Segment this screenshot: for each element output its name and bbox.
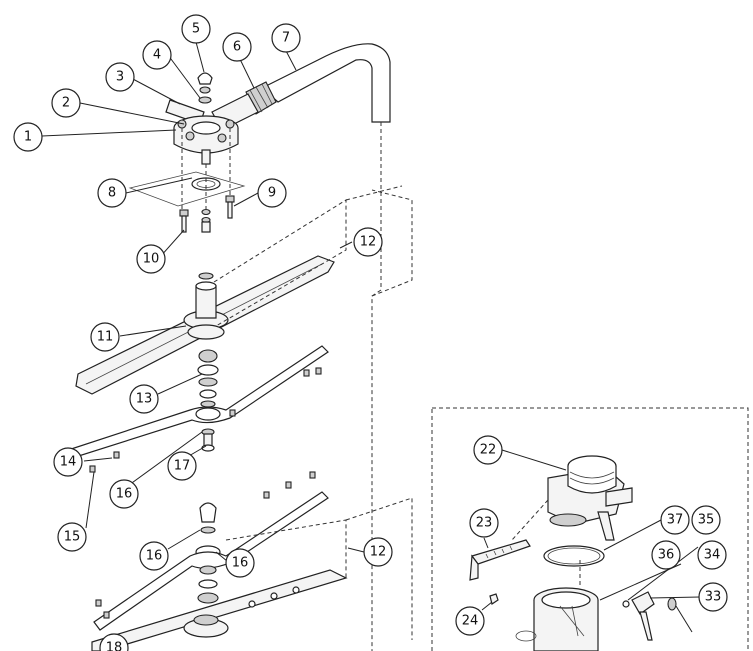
callout-18: 18 [99, 633, 129, 651]
callout-7: 7 [271, 23, 301, 53]
leader-lines [41, 41, 701, 633]
callout-13: 13 [129, 384, 159, 414]
callout-label: 4 [153, 48, 161, 63]
callout-33: 33 [698, 582, 728, 612]
manifold-assembly [128, 72, 277, 233]
callout-label: 9 [268, 186, 276, 201]
callout-label: 18 [106, 641, 123, 651]
callout-label: 12 [360, 235, 377, 250]
callout-label: 17 [174, 459, 191, 474]
lower-spray-assembly [91, 471, 413, 651]
callout-9: 9 [257, 178, 287, 208]
callout-label: 35 [698, 513, 715, 528]
callout-label: 16 [232, 556, 249, 571]
callout-34: 34 [697, 540, 727, 570]
callout-2: 2 [51, 88, 81, 118]
callout-35: 35 [691, 505, 721, 535]
callout-10: 10 [136, 244, 166, 274]
callout-label: 5 [192, 22, 200, 37]
callout-37: 37 [660, 505, 690, 535]
bearing-stack [61, 345, 329, 473]
callout-16-upper: 16 [109, 479, 139, 509]
callout-14: 14 [53, 447, 83, 477]
callout-label: 3 [116, 70, 124, 85]
callout-1: 1 [13, 122, 43, 152]
upper-spray-arm [75, 185, 403, 395]
callout-label: 13 [136, 392, 153, 407]
callout-23: 23 [469, 508, 499, 538]
callout-label: 1 [24, 130, 32, 145]
callout-label: 36 [658, 548, 675, 563]
callout-17: 17 [167, 451, 197, 481]
callout-label: 33 [705, 590, 722, 605]
callout-label: 7 [282, 31, 290, 46]
supply-pipe [260, 43, 413, 651]
callout-label: 23 [476, 516, 493, 531]
callout-label: 12 [370, 545, 387, 560]
callout-22: 22 [473, 435, 503, 465]
callout-6: 6 [222, 32, 252, 62]
callout-label: 34 [704, 548, 721, 563]
callout-label: 15 [64, 530, 81, 545]
callout-11: 11 [90, 322, 120, 352]
callout-36-visible: 36 [651, 540, 681, 570]
callout-label: 10 [143, 252, 160, 267]
callout-24: 24 [455, 606, 485, 636]
callout-label: 16 [116, 487, 133, 502]
callout-label: 8 [108, 186, 116, 201]
callout-label: 37 [667, 513, 684, 528]
callout-16-right: 16 [225, 548, 255, 578]
callout-label: 2 [62, 96, 70, 111]
callout-12-upper: 12 [353, 227, 383, 257]
callout-label: 22 [480, 443, 497, 458]
callout-12-lower: 12 [363, 537, 393, 567]
callout-16-left: 16 [139, 541, 169, 571]
callout-3: 3 [105, 62, 135, 92]
callout-label: 6 [233, 40, 241, 55]
callout-5: 5 [181, 14, 211, 44]
callout-label: 24 [462, 614, 479, 629]
callout-4: 4 [142, 40, 172, 70]
inset-diverter-box [431, 407, 749, 651]
callout-label: 11 [97, 330, 114, 345]
callout-label: 16 [146, 549, 163, 564]
callout-label: 14 [60, 455, 77, 470]
callout-15: 15 [57, 522, 87, 552]
callout-8: 8 [97, 178, 127, 208]
